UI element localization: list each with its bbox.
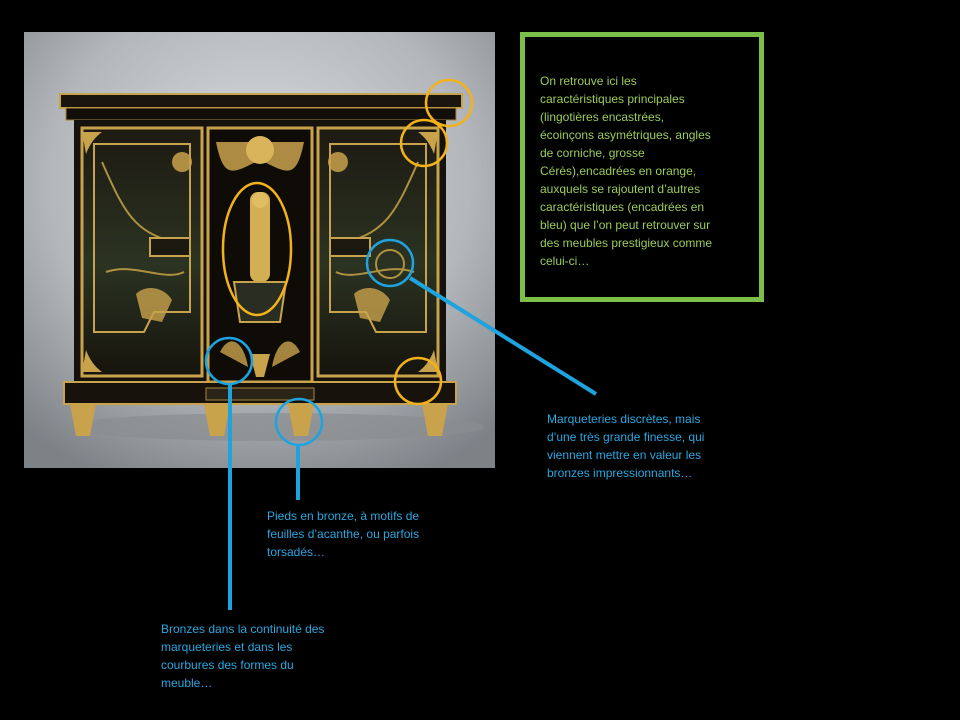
info-box-text: On retrouve ici les caractéristiques pri… — [540, 74, 713, 268]
cabinet-photo — [24, 32, 495, 468]
annotation-pieds: Pieds en bronze, à motifs de feuilles d’… — [267, 509, 420, 559]
annotation-bronzes: Bronzes dans la continuité des marqueter… — [161, 622, 325, 690]
annotation-marqueterie: Marqueteries discrètes, mais d’une très … — [547, 412, 705, 480]
info-box — [520, 32, 764, 302]
